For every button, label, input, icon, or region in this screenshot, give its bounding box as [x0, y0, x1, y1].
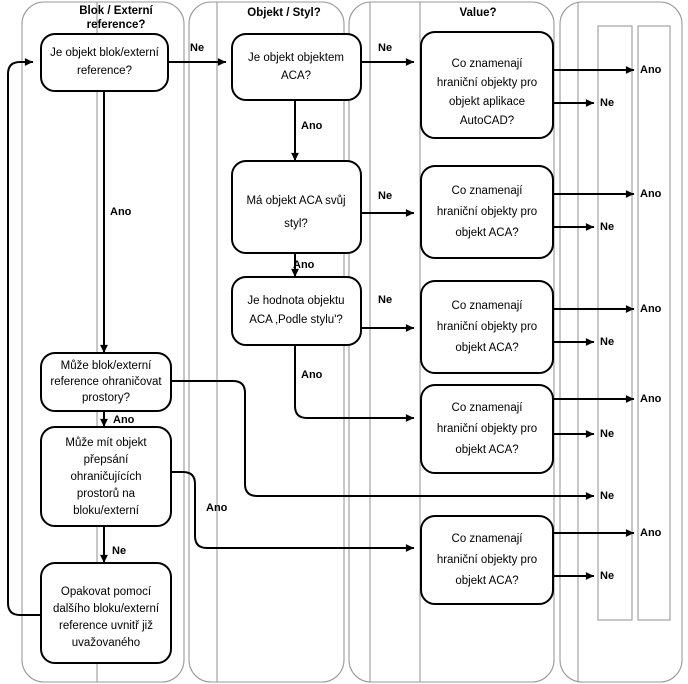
node-v1-line-3: AutoCAD?	[460, 115, 514, 127]
node-n1-line-1: reference?	[77, 65, 132, 77]
node-n1-shape[interactable]	[40, 33, 169, 92]
node-v5-shape[interactable]	[420, 515, 554, 605]
node-o2-line-0: Má objekt ACA svůj	[246, 195, 345, 207]
node-n1[interactable]: Je objekt blok/externí reference?	[40, 33, 169, 92]
edge-o3-v4	[294, 345, 414, 422]
edge-labels: Ne Ano Ano Ne Ano Ano Ne Ne Ano Ne Ano	[110, 42, 392, 557]
terminal-t5: Ano	[640, 303, 662, 315]
terminal-t10: Ano	[640, 527, 662, 539]
edge-label-o3-v3: Ne	[378, 294, 392, 306]
terminal-t2: Ne	[600, 97, 614, 109]
node-v1-line-2: objekt aplikace	[449, 96, 525, 108]
node-o1[interactable]: Je objekt objektem ACA?	[231, 33, 362, 101]
lane-out-inner-right	[637, 25, 671, 621]
connectors	[7, 58, 634, 616]
terminal-labels: Ano Ne Ano Ne Ano Ne Ano Ne Ne Ano Ne	[600, 64, 662, 582]
node-o1-shape[interactable]	[231, 33, 362, 101]
node-n3-line-0: Může mít objekt	[65, 437, 147, 449]
node-n3-line-1: přepsání	[84, 454, 130, 466]
node-v3-line-2: objekt ACA?	[455, 342, 518, 354]
edge-label-n1-n2: Ano	[110, 206, 132, 218]
node-n2-line-1: reference ohraničovat	[50, 376, 162, 388]
node-n3[interactable]: Může mít objekt přepsání ohraničujících …	[40, 426, 172, 527]
node-n1-line-0: Je objekt blok/externí	[50, 47, 159, 59]
node-v3-line-1: hraniční objekty pro	[437, 321, 537, 333]
terminal-t9: Ne	[600, 490, 614, 502]
node-v3-line-0: Co znamenají	[452, 300, 524, 312]
node-v3-shape[interactable]	[420, 280, 554, 374]
terminal-t3: Ano	[640, 188, 662, 200]
node-o2-line-1: styl?	[284, 218, 308, 230]
node-n3-shape[interactable]	[40, 426, 172, 527]
node-o3-shape[interactable]	[231, 276, 362, 346]
node-v1-shape[interactable]	[420, 31, 554, 139]
terminal-t7: Ano	[640, 393, 662, 405]
edge-label-n3-v5: Ano	[206, 502, 228, 514]
node-v2-line-2: objekt ACA?	[455, 227, 518, 239]
lane-title-blok-l2: reference?	[87, 19, 146, 31]
node-o3[interactable]: Je hodnota objektu ACA ‚Podle stylu'?	[231, 276, 362, 346]
terminal-t11: Ne	[600, 570, 614, 582]
edge-label-o1-v1: Ne	[378, 42, 392, 54]
terminal-t1: Ano	[640, 64, 662, 76]
edge-label-o3-v4: Ano	[301, 369, 323, 381]
node-n4-line-1: dalšího bloku/externí	[53, 603, 160, 615]
lane-title-value: Value?	[459, 7, 496, 19]
node-n3-line-4: bloku/externí	[73, 505, 140, 517]
edge-label-n1-o1: Ne	[190, 42, 204, 54]
node-v5-line-1: hraniční objekty pro	[437, 554, 537, 566]
node-v1-line-1: hraniční objekty pro	[437, 77, 537, 89]
edge-n3-v5	[171, 471, 414, 552]
terminal-t4: Ne	[600, 221, 614, 233]
node-v4-line-1: hraniční objekty pro	[437, 423, 537, 435]
node-v2-line-0: Co znamenají	[452, 185, 524, 197]
terminal-t6: Ne	[600, 336, 614, 348]
edge-label-o1-o2: Ano	[301, 120, 323, 132]
node-n4[interactable]: Opakovat pomocí dalšího bloku/externí re…	[40, 562, 172, 664]
node-v5-line-0: Co znamenají	[452, 533, 524, 545]
node-o3-line-0: Je hodnota objektu	[247, 295, 344, 307]
node-v4-line-0: Co znamenají	[452, 402, 524, 414]
lane-blok-rect	[21, 1, 185, 683]
node-v4-shape[interactable]	[420, 384, 554, 474]
node-o1-line-0: Je objekt objektem	[248, 52, 344, 64]
node-o1-line-1: ACA?	[281, 70, 311, 82]
lane-out-inner-left	[597, 25, 633, 621]
node-n2[interactable]: Může blok/externí reference ohraničovat …	[40, 352, 172, 412]
node-o2[interactable]: Má objekt ACA svůj styl?	[231, 160, 362, 254]
lane-titles: Blok / Externí reference? Objekt / Styl?…	[79, 5, 496, 31]
edge-loop-n4-to-n1	[7, 58, 41, 616]
node-n2-shape[interactable]	[40, 352, 172, 412]
edge-label-n2-n3: Ano	[113, 414, 135, 426]
node-n2-line-0: Může blok/externí	[61, 360, 153, 372]
node-v2[interactable]: Co znamenají hraniční objekty pro objekt…	[420, 165, 554, 259]
edge-label-o2-o3: Ano	[293, 259, 315, 271]
node-v3[interactable]: Co znamenají hraniční objekty pro objekt…	[420, 280, 554, 374]
node-v1-line-0: Co znamenají	[452, 58, 524, 70]
edge-label-o2-v2: Ne	[378, 190, 392, 202]
node-o3-line-1: ACA ‚Podle stylu'?	[249, 314, 343, 326]
node-n4-line-0: Opakovat pomocí	[61, 586, 152, 598]
node-v5[interactable]: Co znamenají hraniční objekty pro objekt…	[420, 515, 554, 605]
edge-label-n3-n4: Ne	[112, 545, 126, 557]
node-n2-line-2: prostory?	[82, 392, 130, 404]
node-v4-line-2: objekt ACA?	[455, 444, 518, 456]
node-n4-line-2: reference uvnitř již	[59, 620, 153, 632]
node-v2-line-1: hraniční objekty pro	[437, 206, 537, 218]
edge-n2-terminal-ne	[171, 380, 594, 500]
node-v4[interactable]: Co znamenají hraniční objekty pro objekt…	[420, 384, 554, 474]
node-n3-line-2: ohraničujících	[71, 471, 142, 483]
node-n4-shape[interactable]	[40, 562, 172, 664]
lane-title-objekt: Objekt / Styl?	[247, 7, 321, 19]
node-n4-line-3: uvažovaného	[72, 637, 140, 649]
terminal-t8: Ne	[600, 428, 614, 440]
node-o2-shape[interactable]	[231, 160, 362, 254]
node-v5-line-2: objekt ACA?	[455, 575, 518, 587]
lane-title-blok-l1: Blok / Externí	[79, 5, 153, 17]
node-n3-line-3: prostorů na	[77, 488, 136, 500]
node-v1[interactable]: Co znamenají hraniční objekty pro objekt…	[420, 31, 554, 139]
node-v2-shape[interactable]	[420, 165, 554, 259]
